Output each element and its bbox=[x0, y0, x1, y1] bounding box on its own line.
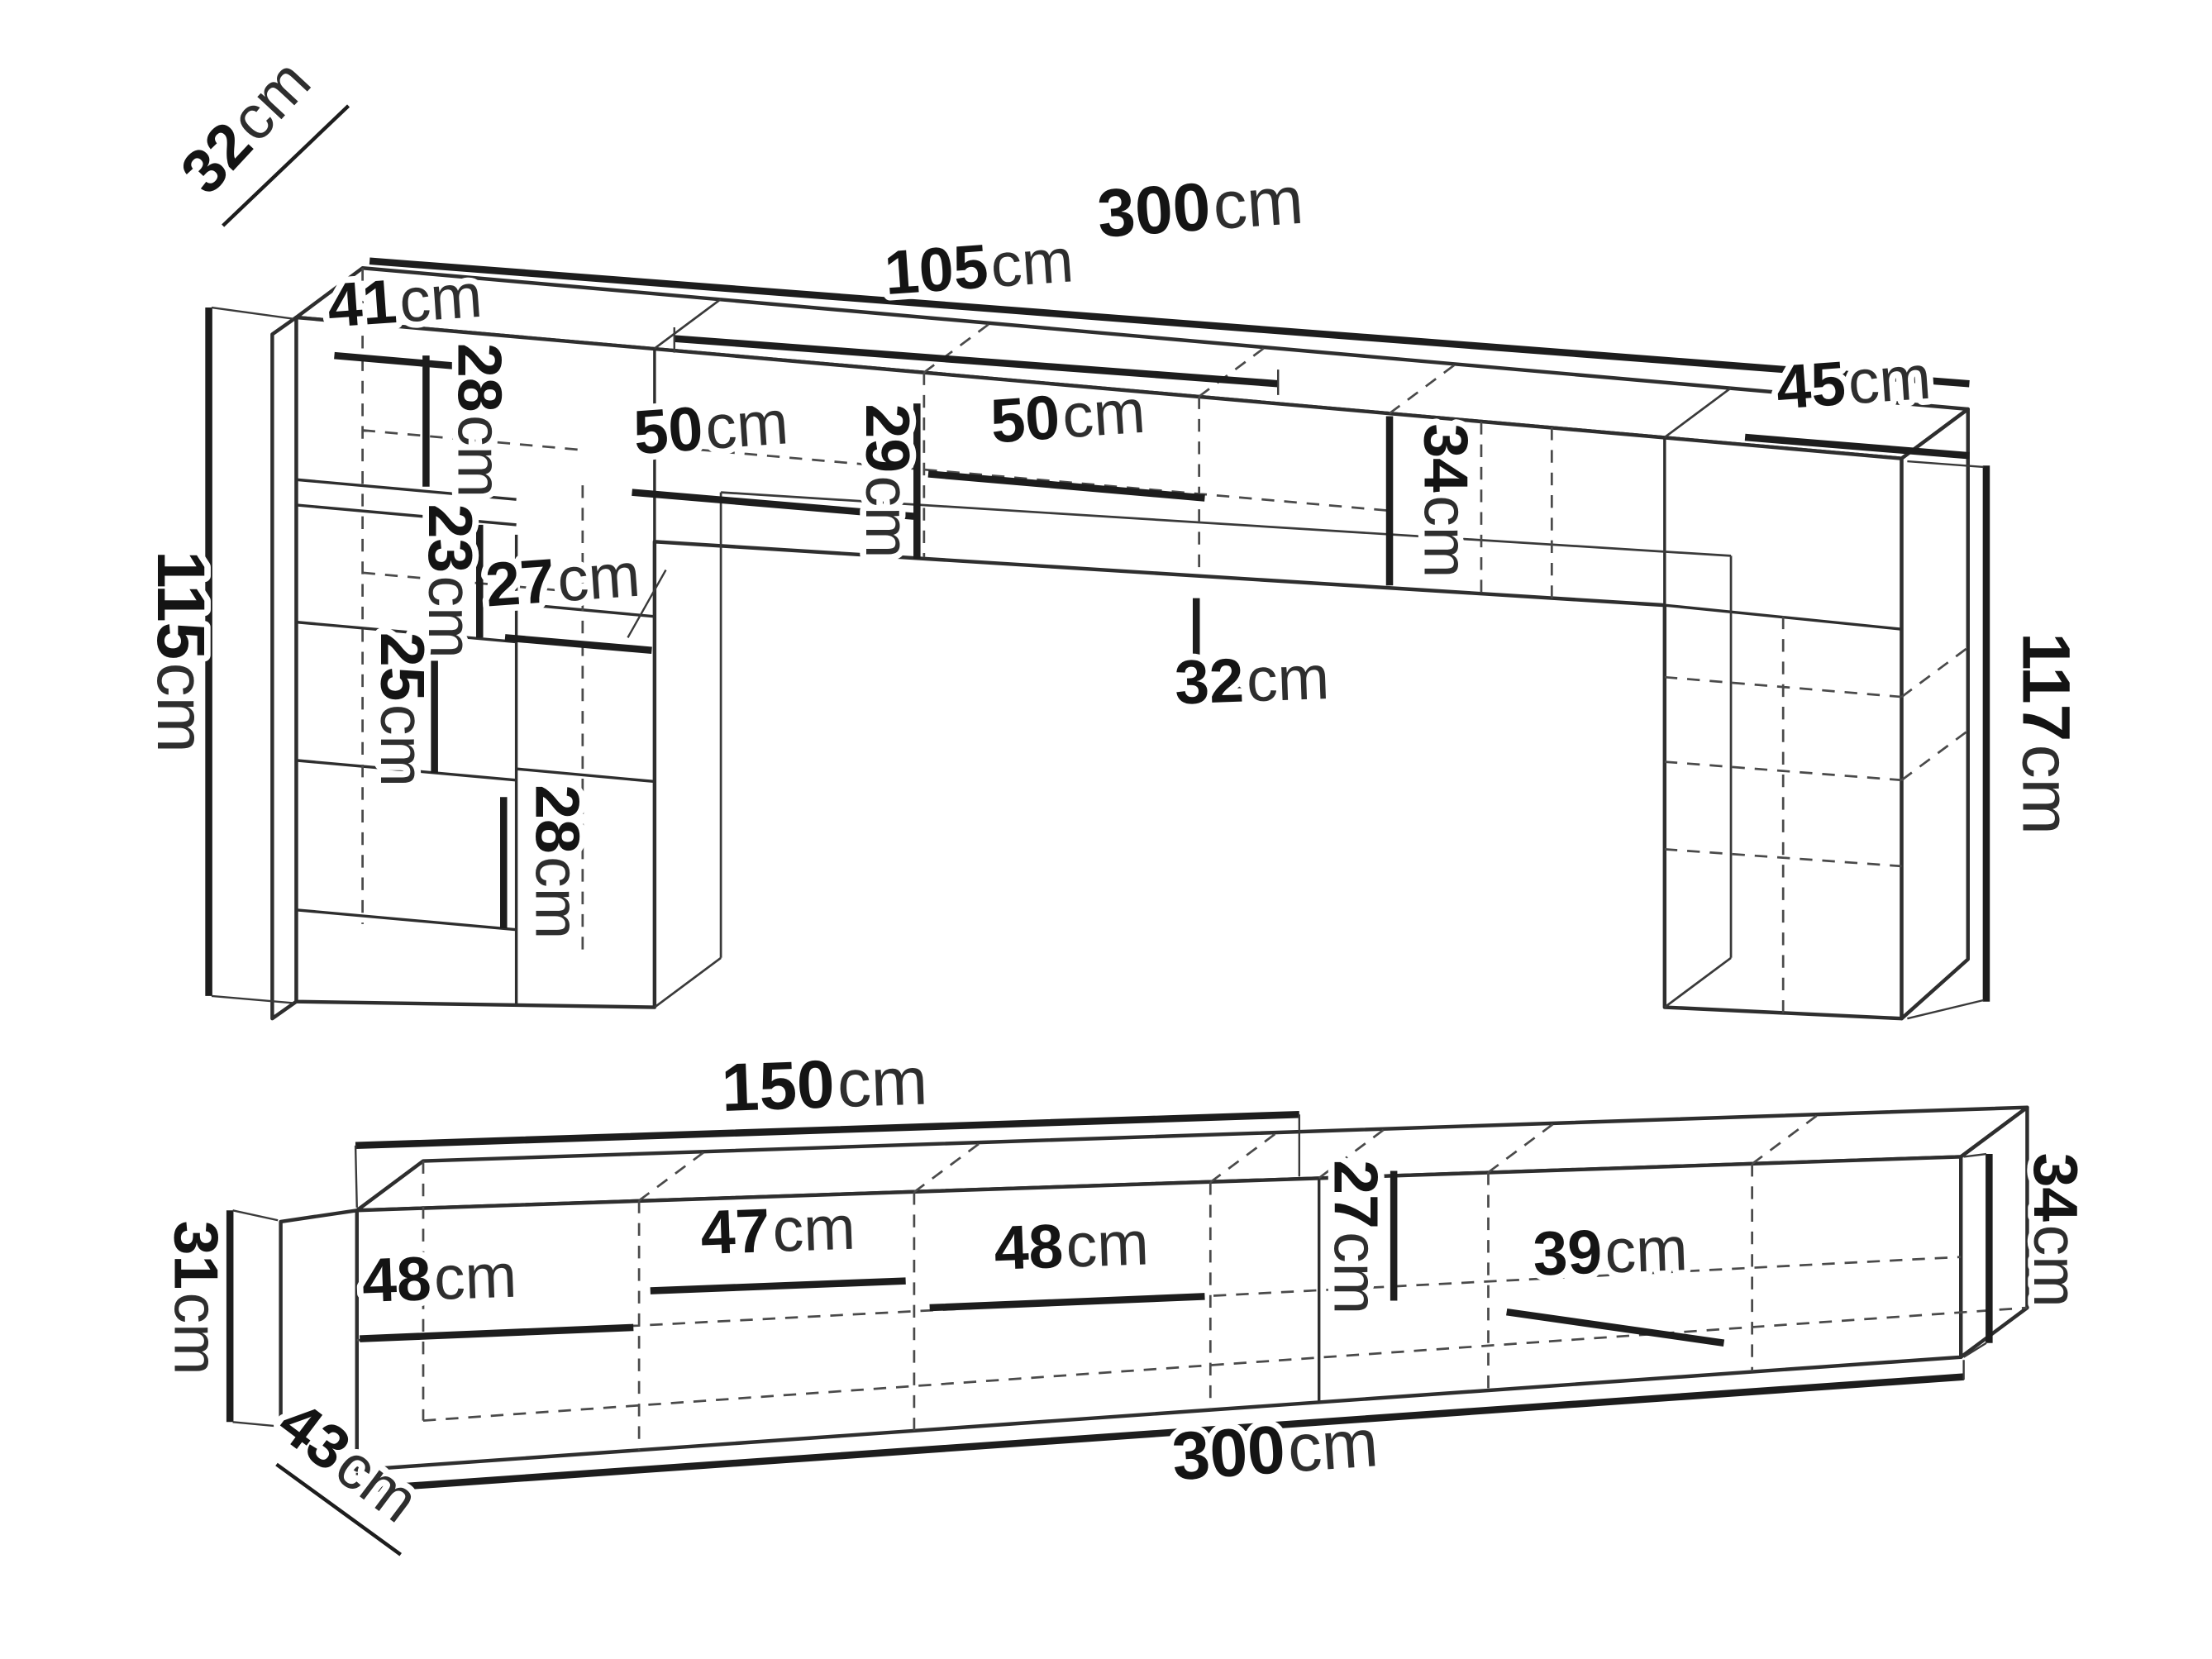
dim-top-shelf-width: 27cm bbox=[484, 540, 642, 620]
dim-top-section-width-2: 50cm bbox=[989, 376, 1147, 456]
top-unit-heavy-dimension-lines bbox=[205, 257, 1990, 1002]
top-unit-extension-lines bbox=[211, 306, 1984, 1020]
dim-top-shelf-height-1: 28cm bbox=[446, 343, 515, 498]
bottom-unit-depth-leader bbox=[275, 1462, 402, 1557]
dim-bottom-compartment-width-4: 39cm bbox=[1532, 1213, 1689, 1288]
dim-top-shelf-height-4: 28cm bbox=[523, 784, 593, 939]
dim-top-shelf-height-3: 25cm bbox=[368, 632, 437, 787]
dim-bottom-left-section-width: 150cm bbox=[720, 1043, 928, 1126]
dim-top-section-width-1: 50cm bbox=[632, 387, 790, 467]
bottom-unit-heavy-dimension-lines bbox=[226, 1110, 1993, 1494]
top-unit: 300cm 105cm 32cm 41cm 45cm 50cm 50cm 29c… bbox=[136, 40, 2090, 1021]
dim-top-right-cabinet-width: 45cm bbox=[1774, 342, 1933, 422]
dim-top-total-width: 300cm bbox=[1095, 163, 1306, 252]
top-unit-inner-back-edges bbox=[654, 298, 1733, 1008]
dim-top-right-column-height: 117cm bbox=[2008, 632, 2083, 835]
dim-top-left-cabinet-width: 41cm bbox=[325, 260, 484, 341]
dim-top-niche-depth: 32cm bbox=[1174, 642, 1331, 717]
top-unit-leader-lines bbox=[222, 104, 1251, 698]
dim-bottom-compartment-width-2: 47cm bbox=[699, 1193, 856, 1267]
bottom-unit: 150cm 34cm 48cm 47cm 48cm 27cm 39cm 31cm… bbox=[155, 1037, 2097, 1557]
bottom-unit-left-side-panel bbox=[279, 1208, 359, 1472]
bottom-unit-front-face bbox=[355, 1155, 1963, 1472]
dim-bottom-compartment-width-3: 48cm bbox=[993, 1208, 1150, 1282]
top-unit-dimension-lines bbox=[205, 104, 1990, 1020]
dim-bottom-inner-height: 27cm bbox=[1321, 1160, 1390, 1314]
bottom-unit-dimension-lines bbox=[226, 1110, 1993, 1557]
dim-bottom-total-width: 300cm bbox=[1170, 1405, 1380, 1495]
bottom-unit-extension-lines bbox=[232, 1114, 1987, 1493]
top-unit-labels: 300cm 105cm 32cm 41cm 45cm 50cm 50cm 29c… bbox=[136, 40, 2090, 946]
bottom-unit-hidden-lines bbox=[356, 1113, 2028, 1451]
dim-bottom-left-height: 31cm bbox=[162, 1221, 231, 1375]
dim-top-shelf-height-2: 23cm bbox=[416, 504, 485, 659]
top-unit-structure bbox=[270, 266, 1970, 1021]
dim-bottom-right-height: 34cm bbox=[2021, 1153, 2090, 1308]
top-unit-right-side-panel bbox=[1900, 407, 1970, 1021]
top-unit-hidden-lines bbox=[361, 268, 1969, 1013]
top-unit-left-side-panel bbox=[270, 315, 298, 1021]
dim-top-upper-cabinet-height: 34cm bbox=[1412, 423, 1481, 578]
dim-top-left-column-height: 115cm bbox=[143, 551, 218, 753]
dim-top-depth: 32cm bbox=[167, 46, 323, 207]
dim-top-mid-section-width: 105cm bbox=[882, 225, 1075, 307]
dim-bottom-compartment-width-1: 48cm bbox=[361, 1241, 518, 1315]
bottom-unit-structure bbox=[279, 1105, 2029, 1472]
dim-top-inner-height: 29cm bbox=[853, 403, 922, 558]
